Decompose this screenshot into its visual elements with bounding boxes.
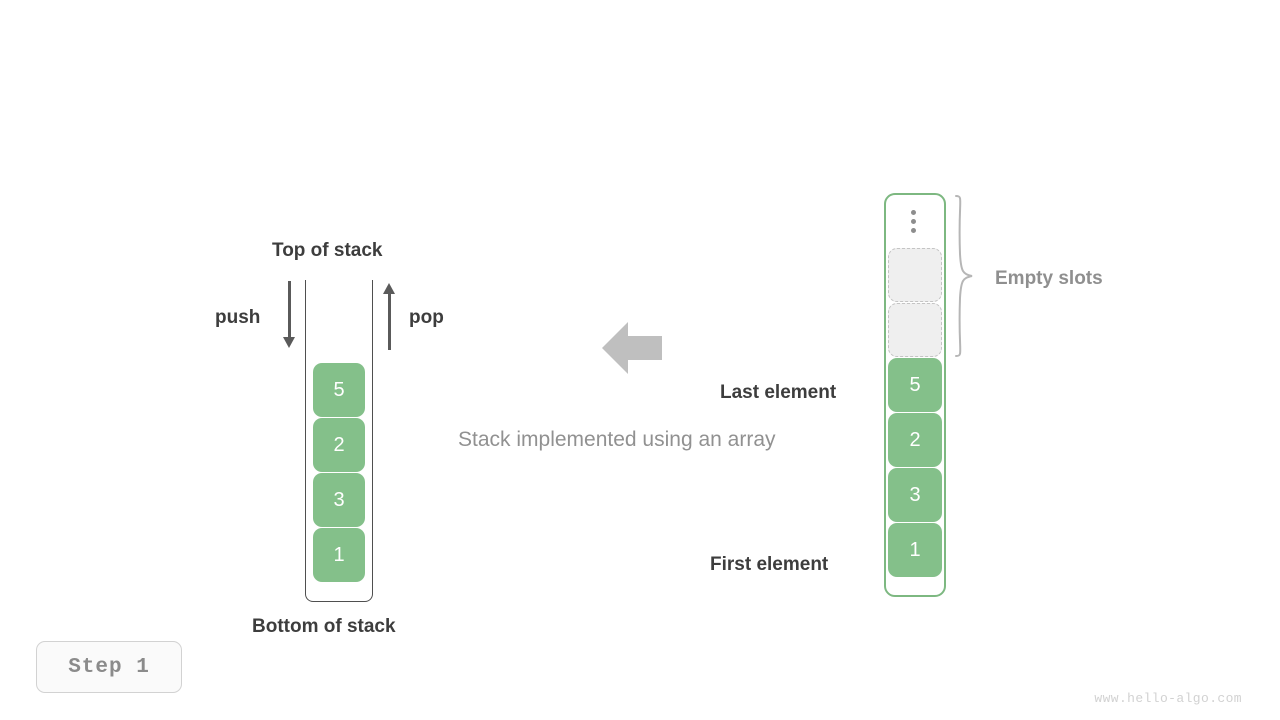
stack-element[interactable]: 1 [313,528,365,582]
curly-brace-icon [953,194,975,363]
array-element[interactable]: 2 [888,413,942,467]
arrow-down-icon [283,281,295,348]
top-of-stack-label: Top of stack [272,240,383,261]
push-label: push [215,307,261,328]
first-element-label: First element [710,554,829,575]
stack-element[interactable]: 5 [313,363,365,417]
array-empty-slot[interactable] [888,248,942,302]
array-element[interactable]: 3 [888,468,942,522]
arrow-left-icon [602,322,662,379]
arrow-up-icon [383,283,395,350]
stack-container [305,280,373,602]
empty-slots-label: Empty slots [995,268,1103,289]
array-container [884,193,946,597]
bottom-of-stack-label: Bottom of stack [252,616,396,637]
step-badge: Step 1 [36,641,182,693]
diagram-caption: Stack implemented using an array [458,428,776,451]
pop-label: pop [409,307,444,328]
array-slot-list: 5 2 3 1 [888,248,942,577]
array-empty-slot[interactable] [888,303,942,357]
array-element[interactable]: 1 [888,523,942,577]
stack-element[interactable]: 2 [313,418,365,472]
vertical-ellipsis-icon [911,210,916,233]
stack-element[interactable]: 3 [313,473,365,527]
stack-element-list: 5 2 3 1 [313,363,365,582]
watermark: www.hello-algo.com [1094,691,1242,706]
last-element-label: Last element [720,382,837,403]
array-element[interactable]: 5 [888,358,942,412]
